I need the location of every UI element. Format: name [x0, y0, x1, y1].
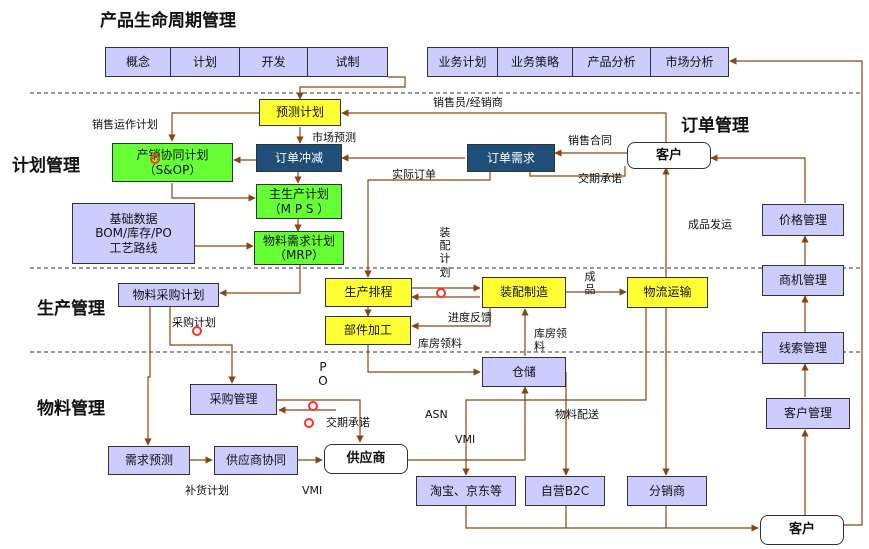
label-vmi-mid: VMI: [455, 433, 476, 446]
sop-box: 产销协同计划 （S&OP）: [112, 143, 233, 182]
market-step-business-plan: 业务计划: [427, 47, 498, 77]
label-vmi-bottom: VMI: [302, 484, 323, 497]
marker-sop: [150, 154, 160, 164]
market-step-market-analysis: 市场分析: [650, 47, 729, 77]
mps-box: 主生产计划 （M P S ）: [256, 184, 342, 219]
title-lifecycle: 产品生命周期管理: [100, 11, 236, 31]
market-step-product-analysis: 产品分析: [572, 47, 651, 77]
scheduling-box: 生产排程: [325, 278, 412, 307]
connectors: [144, 57, 863, 532]
label-po: P O: [318, 360, 328, 389]
arrow-feedback: [411, 307, 491, 330]
label-assembly-plan: 装配计划: [439, 226, 451, 279]
customer-mgmt-box: 客户管理: [766, 398, 850, 429]
lifecycle-step-develop: 开发: [239, 47, 308, 77]
parts-box: 部件加工: [325, 316, 411, 345]
customer-top-box: 客户: [627, 142, 711, 169]
arrow-forecast-to-sop: [168, 112, 260, 142]
supplier-box: 供应商: [324, 444, 408, 474]
market-step-business-strategy: 业务策略: [497, 47, 573, 77]
arrow-supplier-to-warehouse: [408, 386, 529, 461]
order-offset-box: 订单冲减: [256, 144, 342, 172]
arrow-procurement-to-supplier: [277, 399, 364, 443]
arrow-mrp-to-purchase: [219, 265, 301, 297]
arrow-price-to-customer: [710, 154, 806, 203]
warehouse-box: 仓储: [482, 357, 566, 387]
base-data-box: 基础数据 BOM/库存/PO 工艺路线: [72, 203, 195, 264]
arrow-sop-to-mps: [171, 183, 256, 202]
marker-procurement-2: [304, 418, 314, 428]
label-finished-goods: 成品: [584, 270, 596, 297]
marker-purchase-plan: [192, 326, 202, 336]
arrow-parts-to-warehouse: [367, 344, 481, 376]
arrow-customer-to-forecast: [341, 109, 667, 142]
title-production: 生产管理: [37, 299, 105, 319]
arrow-ecommerce-to-customer: [465, 505, 759, 532]
ecommerce-box: 淘宝、京东等: [416, 476, 516, 506]
label-finished-delivery: 成品发运: [688, 218, 732, 231]
label-sales-person: 销售员/经销商: [433, 96, 503, 109]
arrow-demand-to-customer: [529, 166, 626, 177]
section-dividers: [30, 92, 862, 353]
label-sales-contract: 销售合同: [568, 134, 612, 147]
label-delivery-commit-bottom: 交期承诺: [326, 416, 370, 429]
label-actual-order: 实际订单: [392, 168, 436, 181]
forecast-plan-box: 预测计划: [259, 99, 341, 126]
logistics-box: 物流运输: [627, 277, 708, 308]
marker-procurement-1: [308, 401, 318, 411]
supplier-collab-box: 供应商协同: [214, 446, 298, 475]
title-material: 物料管理: [37, 399, 105, 419]
opportunity-mgmt-box: 商机管理: [762, 265, 844, 296]
arrow-purchase-to-forecast: [144, 307, 152, 446]
label-warehouse-pick-right: 库房领料: [534, 327, 567, 354]
label-material-delivery: 物料配送: [555, 408, 599, 421]
arrow-logistics-to-ecommerce: [462, 307, 647, 476]
lifecycle-step-concept: 概念: [105, 47, 171, 77]
lead-mgmt-box: 线索管理: [762, 332, 844, 364]
procurement-box: 采购管理: [190, 384, 277, 415]
label-replenish-plan: 补货计划: [185, 484, 229, 497]
arrow-rightedge-to-market: [729, 57, 863, 526]
customer-bottom-box: 客户: [760, 515, 844, 545]
demand-forecast-box: 需求预测: [108, 446, 190, 475]
distributor-box: 分销商: [627, 476, 707, 506]
arrow-purchase-to-procurement: [169, 307, 236, 384]
b2c-box: 自营B2C: [525, 476, 605, 506]
arrow-demand-to-scheduling: [364, 168, 491, 278]
title-planning: 计划管理: [12, 156, 80, 176]
marker-scheduling: [436, 288, 446, 298]
label-sales-ops: 销售运作计划: [92, 118, 158, 131]
arrow-trial-to-forecast: [296, 76, 406, 100]
label-asn: ASN: [425, 408, 448, 421]
purchase-plan-box: 物料采购计划: [118, 283, 219, 307]
lifecycle-step-plan: 计划: [170, 47, 240, 77]
label-market-forecast: 市场预测: [312, 131, 356, 144]
price-mgmt-box: 价格管理: [762, 204, 844, 236]
label-progress-feedback: 进度反馈: [448, 311, 492, 324]
label-purchase-plan: 采购计划: [172, 316, 216, 329]
order-demand-box: 订单需求: [467, 144, 555, 172]
label-warehouse-pick-left: 库房领料: [418, 337, 462, 350]
lifecycle-step-trial: 试制: [307, 47, 388, 77]
title-order: 订单管理: [681, 116, 749, 136]
mrp-box: 物料需求计划 （MRP）: [254, 231, 344, 265]
assembly-box: 装配制造: [482, 277, 566, 308]
label-delivery-commit-top: 交期承诺: [578, 172, 622, 185]
